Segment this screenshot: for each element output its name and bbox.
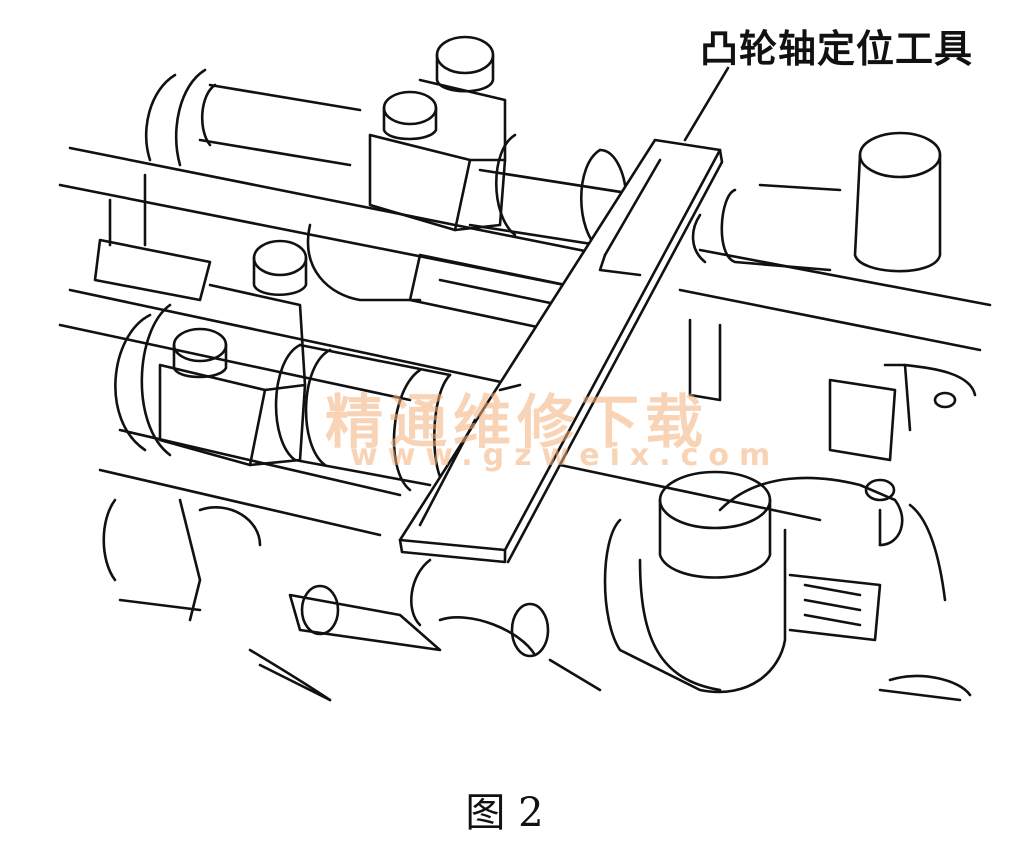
lower-camshaft [114, 303, 452, 492]
bottom-edge [258, 658, 972, 702]
cylinder-head-rails [58, 146, 992, 537]
camshaft-locating-tool [398, 138, 724, 564]
figure-caption: 图 2 [465, 790, 544, 836]
callout-leader [683, 66, 730, 142]
watermark-url: www.gzweix.com [350, 438, 781, 473]
lower-right-housing [603, 470, 962, 702]
upper-camshaft [144, 68, 642, 252]
upper-bearing-cap [368, 35, 507, 232]
watermark-text: 精通维修下载 [325, 388, 710, 456]
right-side-components [688, 131, 977, 547]
camshaft-tool-callout-label: 凸轮轴定位工具 [700, 27, 974, 71]
lower-bearing-cap [158, 239, 308, 467]
